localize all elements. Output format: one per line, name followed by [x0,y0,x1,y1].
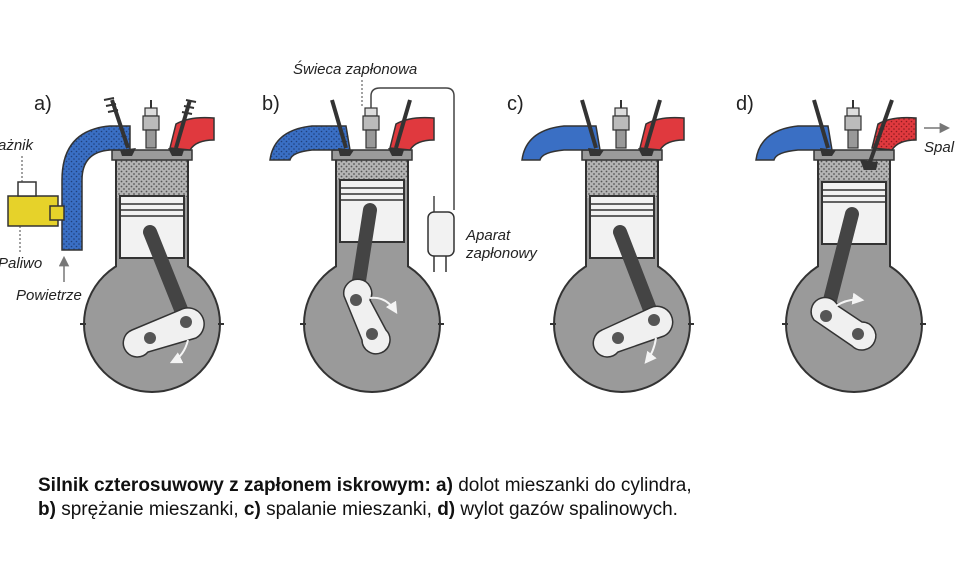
stage-label-d: d) [736,93,754,115]
stage-label-b: b) [262,93,280,115]
crank-web [592,305,674,358]
engine-a: a) [0,93,224,393]
spark-plug [362,107,380,149]
caption-text-d: wylot gazów spalinowych. [455,499,678,520]
ignition-wire [370,87,455,210]
exhaust-label: Spal [924,139,955,156]
crank-web [342,278,391,355]
exhaust-valve [860,99,894,170]
caption-title: Silnik czterosuwowy z zapłonem iskrowym: [38,475,431,496]
caption-text-b: sprężanie mieszanki, [55,499,244,520]
stage-label-a: a) [34,93,52,115]
air-label: Powietrze [16,287,82,304]
rotation-arrow [169,339,189,364]
cylinder-head [581,149,663,161]
ignition-label-line1: Aparat [465,227,511,244]
ignition-label-line2: zapłonowy [465,245,538,262]
engine-b: b) [262,60,538,393]
connecting-rod [143,225,193,329]
intake-valve [812,99,836,156]
mixture-chamber [117,160,187,198]
crank-web [122,307,205,358]
figure-caption: Silnik czterosuwowy z zapłonem iskrowym:… [38,474,938,522]
spark-plug [844,100,862,149]
spark-plug [612,100,630,149]
intake-pipe [61,125,131,251]
caption-key-a: a) [436,475,453,496]
caption-text-a: dolot mieszanki do cylindra, [452,475,692,496]
caption-key-d: d) [437,499,456,520]
mixture-chamber [337,160,407,180]
connecting-rod [613,225,661,327]
stage-label-c: c) [507,93,524,115]
rotation-arrow [835,292,865,307]
exhaust-valve [168,99,197,156]
intake-valve [103,97,136,156]
carburetor [7,181,65,227]
spark-plug-label: Świeca zapłonowa [293,60,417,78]
rotation-arrow [369,296,398,315]
caption-key-c: c) [243,499,261,520]
exhaust-valve [388,99,412,156]
caption-key-b: b) [38,499,56,520]
intake-valve [330,99,354,156]
cylinder-head [111,149,193,161]
cylinder-head [813,149,895,161]
crank-web [810,296,877,351]
carburetor-label: ażnik [0,137,35,154]
ignition-distributor [427,196,455,272]
intake-valve [580,99,604,156]
engine-d: d) [736,93,955,393]
spark-plug [142,100,160,149]
exhaust-valve [638,99,662,156]
engine-c: c) [507,93,694,393]
fuel-label: Paliwo [0,255,42,272]
mixture-chamber [819,160,889,180]
rotation-arrow [644,337,657,364]
cylinder-head [331,149,413,161]
caption-text-c: spalanie mieszanki, [260,499,438,520]
mixture-chamber [587,160,657,198]
